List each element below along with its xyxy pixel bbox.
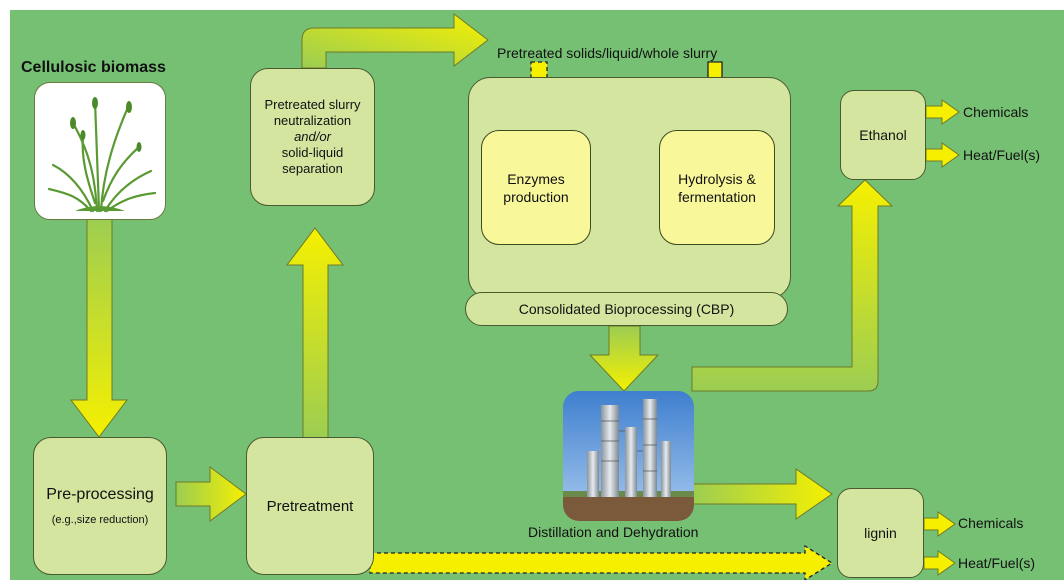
ethanol-output-heat-fuel: Heat/Fuel(s) <box>963 147 1041 163</box>
lignin-label: lignin <box>864 525 897 541</box>
arrow-preprocessing-to-pretreatment <box>175 466 247 522</box>
distillation-label: Distillation and Dehydration <box>528 524 699 540</box>
diagram-title: Cellulosic biomass <box>21 59 166 76</box>
lignin-box: lignin <box>837 488 924 578</box>
preprocessing-label: Pre-processing <box>46 486 154 503</box>
ethanol-box: Ethanol <box>840 90 926 180</box>
arrow-lignin-to-chemicals <box>923 511 956 537</box>
flow-arrows <box>69 12 960 580</box>
cbp-label-box: Consolidated Bioprocessing (CBP) <box>465 292 788 326</box>
arrow-lignin-to-heat <box>923 550 956 576</box>
process-diagram: Cellulosic biomass <box>10 10 1064 580</box>
arrow-biomass-to-preprocessing <box>69 216 129 438</box>
neutralization-line-5: separation <box>282 161 343 176</box>
neutralization-box: Pretreated slurry neutralization and/or … <box>250 68 375 206</box>
enzymes-line-1: Enzymes <box>507 170 565 187</box>
pretreatment-box: Pretreatment <box>246 437 374 575</box>
ethanol-label: Ethanol <box>859 127 907 143</box>
hydrolysis-line-2: fermentation <box>678 188 756 205</box>
hydrolysis-fermentation-box: Hydrolysis & fermentation <box>659 130 775 245</box>
arrow-pretreatment-to-neutralization <box>285 227 345 439</box>
arrow-pretreatment-to-lignin-dashed <box>369 544 834 580</box>
cbp-label: Consolidated Bioprocessing (CBP) <box>518 301 735 317</box>
enzymes-production-box: Enzymes production <box>481 130 591 245</box>
neutralization-line-3: and/or <box>294 129 331 144</box>
arrow-ethanol-to-heat <box>925 142 960 168</box>
lignin-output-chemicals: Chemicals <box>958 515 1024 531</box>
arrow-distillation-to-ethanol <box>691 179 894 392</box>
arrow-ethanol-to-chemicals <box>925 99 960 125</box>
neutralization-line-1: Pretreated slurry <box>264 97 361 112</box>
grass-plant-image <box>34 82 166 220</box>
arrow-neutralization-to-slurry <box>301 12 489 69</box>
enzymes-line-2: production <box>503 188 569 205</box>
distillation-column-photo <box>563 391 694 521</box>
preprocessing-note: (e.g.,size reduction) <box>51 514 149 526</box>
preprocessing-box: Pre-processing (e.g.,size reduction) <box>33 437 167 575</box>
neutralization-line-4: solid-liquid <box>281 145 344 160</box>
arrow-cbp-to-distillation <box>588 325 660 392</box>
arrow-distillation-to-lignin <box>691 468 833 520</box>
slurry-label: Pretreated solids/liquid/whole slurry <box>497 45 718 61</box>
pretreatment-label: Pretreatment <box>266 497 354 515</box>
lignin-output-heat-fuel: Heat/Fuel(s) <box>958 555 1036 571</box>
hydrolysis-line-1: Hydrolysis & <box>678 170 756 187</box>
neutralization-line-2: neutralization <box>273 113 352 128</box>
ethanol-output-chemicals: Chemicals <box>963 104 1029 120</box>
